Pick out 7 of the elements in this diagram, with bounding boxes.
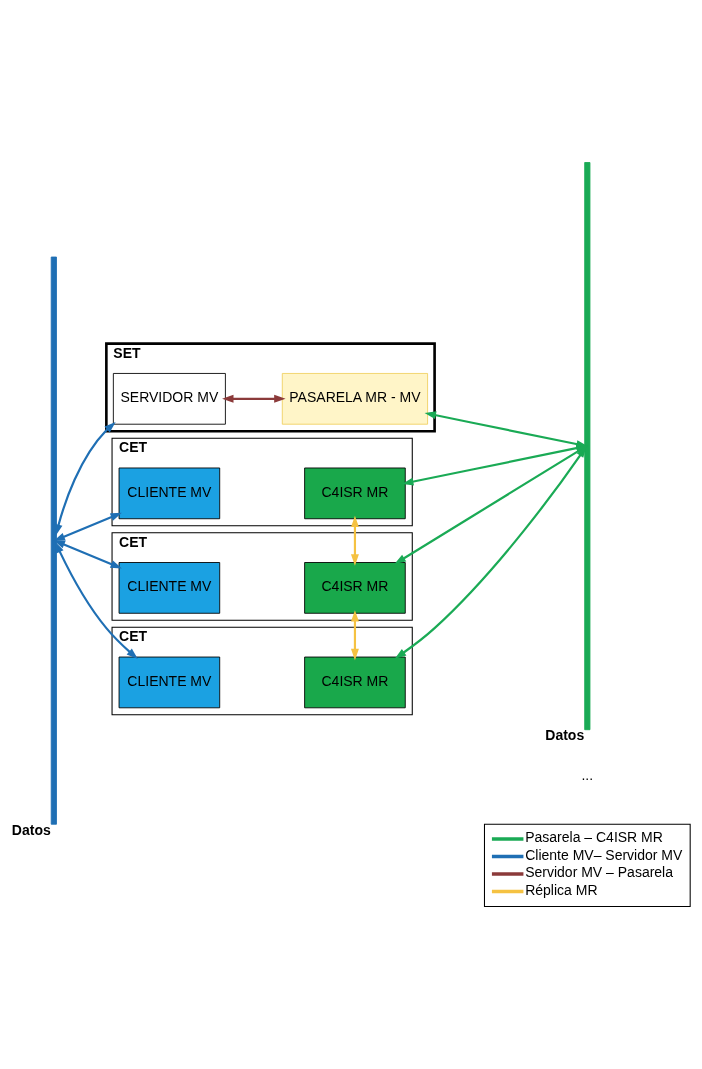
label: ... — [581, 767, 594, 784]
legend-label: Pasarela – C4ISR MR — [525, 829, 663, 846]
legend-label: Cliente MV– Servidor MV — [525, 846, 683, 863]
node-label: Datos — [11, 821, 51, 838]
node-label: Datos — [545, 727, 585, 744]
legend-label: Réplica MR — [525, 881, 598, 898]
legend-label: Servidor MV – Pasarela — [525, 864, 674, 881]
